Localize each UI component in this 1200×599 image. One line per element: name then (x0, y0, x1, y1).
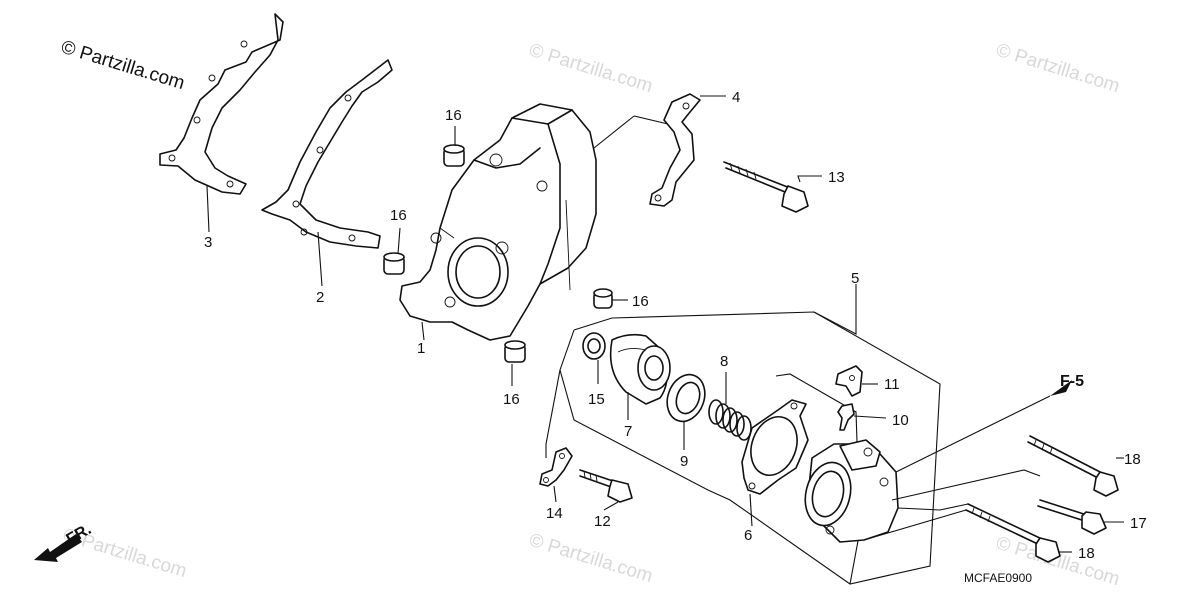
dowel-d (504, 340, 526, 363)
part-7-piston (609, 333, 671, 405)
callout-7: 7 (624, 423, 632, 440)
part-1-cover (399, 103, 597, 341)
callouts: 1 2 3 4 5 6 7 8 9 10 11 12 13 14 15 16 1… (204, 89, 1147, 562)
callout-3: 3 (204, 234, 212, 251)
callout-5: 5 (851, 270, 859, 287)
part-2-gasket (261, 59, 393, 249)
watermark-1: © Partzilla.com (527, 40, 656, 98)
slave-cylinder-body (804, 439, 899, 543)
part-9-seal (666, 373, 706, 423)
callout-16a: 16 (445, 107, 462, 124)
callout-4: 4 (732, 89, 740, 106)
part-8-spring (708, 399, 752, 441)
part-12-bolt (579, 469, 633, 503)
part-6-gasket (741, 399, 809, 495)
watermarks: © Partzilla.com © Partzilla.com © Partzi… (61, 40, 1123, 591)
callout-17: 17 (1130, 515, 1147, 532)
front-direction-arrow-icon (34, 534, 82, 562)
part-11-clip (835, 365, 863, 397)
copyright-text: © Partzilla.com (59, 37, 188, 95)
callout-8: 8 (720, 353, 728, 370)
callout-12: 12 (594, 513, 611, 530)
part-18-bolt-top (1027, 435, 1119, 497)
callout-10: 10 (892, 412, 909, 429)
f5-reference-arrow (1050, 380, 1072, 396)
callout-6: 6 (744, 527, 752, 544)
dowel-c (593, 288, 613, 309)
part-15-seal (582, 332, 606, 360)
watermark-4: © Partzilla.com (527, 530, 656, 588)
part-16-dowels (383, 144, 613, 363)
callout-11: 11 (884, 376, 900, 393)
callout-2: 2 (316, 289, 324, 306)
dowel-a (443, 144, 465, 167)
kit-6-outline (775, 373, 861, 585)
callout-16b: 16 (390, 207, 407, 224)
callout-16d: 16 (503, 391, 520, 408)
callout-13: 13 (828, 169, 845, 186)
part-10-bleeder (837, 403, 855, 431)
callout-15: 15 (588, 391, 605, 408)
callout-14: 14 (546, 505, 563, 522)
callout-16c: 16 (632, 293, 649, 310)
reference-label: F-5 (1060, 373, 1084, 390)
callout-18b: 18 (1078, 545, 1095, 562)
callout-18a: 18 (1124, 451, 1141, 468)
leader-lines (206, 95, 1124, 553)
callout-1: 1 (417, 340, 425, 357)
diagram-code: MCFAE0900 (964, 571, 1032, 585)
part-3-gasket (159, 13, 284, 195)
part-4-bracket (649, 93, 701, 207)
part-18-bolt-bottom (965, 503, 1061, 563)
watermark-2: © Partzilla.com (994, 40, 1123, 98)
part-13-bolt (723, 161, 809, 213)
part-17-bolt (1037, 499, 1107, 535)
part-14-clip (539, 447, 573, 487)
dowel-b (383, 252, 405, 275)
callout-9: 9 (680, 453, 688, 470)
